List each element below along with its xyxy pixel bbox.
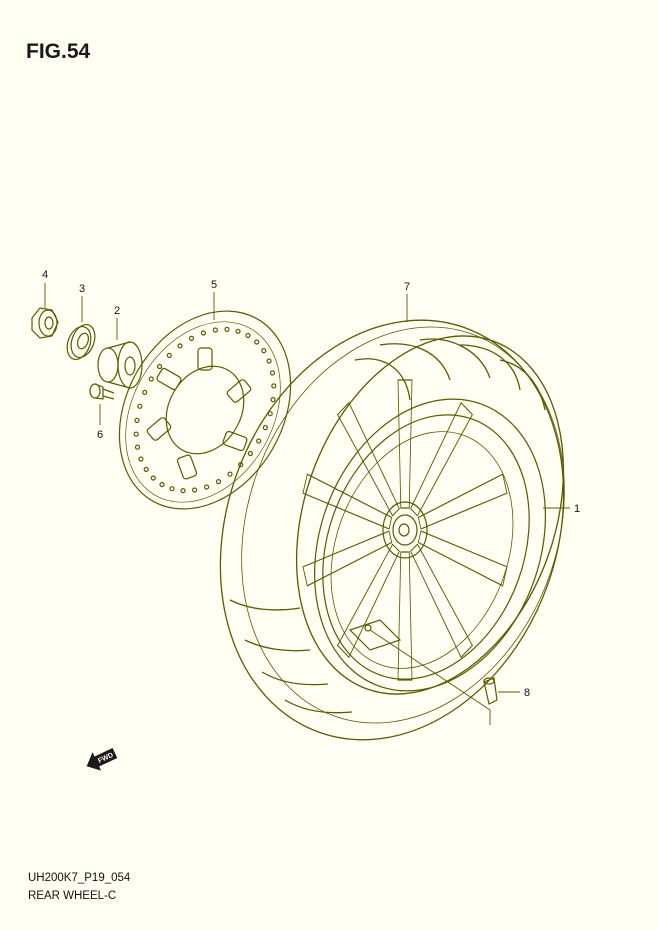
drill-hole xyxy=(133,431,139,437)
drill-hole xyxy=(270,397,276,403)
drill-hole xyxy=(142,389,148,395)
drill-hole xyxy=(256,438,262,444)
drill-hole xyxy=(150,475,156,481)
drill-hole xyxy=(215,479,222,485)
drill-hole xyxy=(138,456,144,462)
drill-hole xyxy=(269,370,276,376)
callout-4: 4 xyxy=(42,269,48,281)
axle-nut xyxy=(31,307,59,339)
drill-hole xyxy=(227,471,233,477)
drill-hole xyxy=(157,363,163,370)
drill-hole xyxy=(180,488,186,494)
drill-hole xyxy=(143,466,149,472)
drill-hole xyxy=(148,376,154,382)
drill-hole xyxy=(134,444,141,450)
drill-hole xyxy=(177,343,183,349)
drill-hole xyxy=(188,335,195,341)
spacer xyxy=(97,341,143,389)
drill-hole xyxy=(266,358,272,364)
drill-hole xyxy=(159,481,165,488)
drill-hole xyxy=(262,425,268,431)
forward-arrow-icon: FWD xyxy=(86,748,118,771)
rear-tire xyxy=(219,319,565,741)
callout-7: 7 xyxy=(404,281,410,293)
figure-code: UH200K7_P19_054 xyxy=(28,872,131,884)
callout-1: 1 xyxy=(574,503,580,515)
callout-leaders xyxy=(44,283,570,725)
drill-hole xyxy=(238,462,244,468)
drill-hole xyxy=(261,348,267,354)
drill-hole xyxy=(166,352,172,358)
callout-8: 8 xyxy=(524,687,530,699)
callout-3: 3 xyxy=(79,283,85,295)
drill-hole xyxy=(267,411,273,417)
drill-hole xyxy=(254,339,260,345)
drill-hole xyxy=(271,383,277,389)
drill-hole xyxy=(204,484,210,490)
callout-2: 2 xyxy=(114,305,120,317)
disc-bolt xyxy=(89,383,115,400)
drill-hole xyxy=(169,486,175,492)
drill-hole xyxy=(137,403,143,409)
figure-name: REAR WHEEL-C xyxy=(28,890,117,902)
drill-hole xyxy=(192,487,198,493)
callout-5: 5 xyxy=(211,279,217,291)
callout-6: 6 xyxy=(97,429,103,441)
disc-drill-holes xyxy=(133,326,277,494)
rear-wheel-rim xyxy=(302,379,546,692)
drill-hole xyxy=(212,327,218,333)
brake-disc xyxy=(118,310,292,510)
figure-title: FIG.54 xyxy=(26,40,91,63)
drill-hole xyxy=(134,417,140,423)
washer xyxy=(66,323,96,361)
drill-hole xyxy=(200,330,206,336)
drill-hole xyxy=(235,328,241,334)
drill-hole xyxy=(245,332,251,339)
drill-hole xyxy=(224,326,230,332)
tire-valve xyxy=(483,677,498,705)
drill-hole xyxy=(247,450,253,457)
